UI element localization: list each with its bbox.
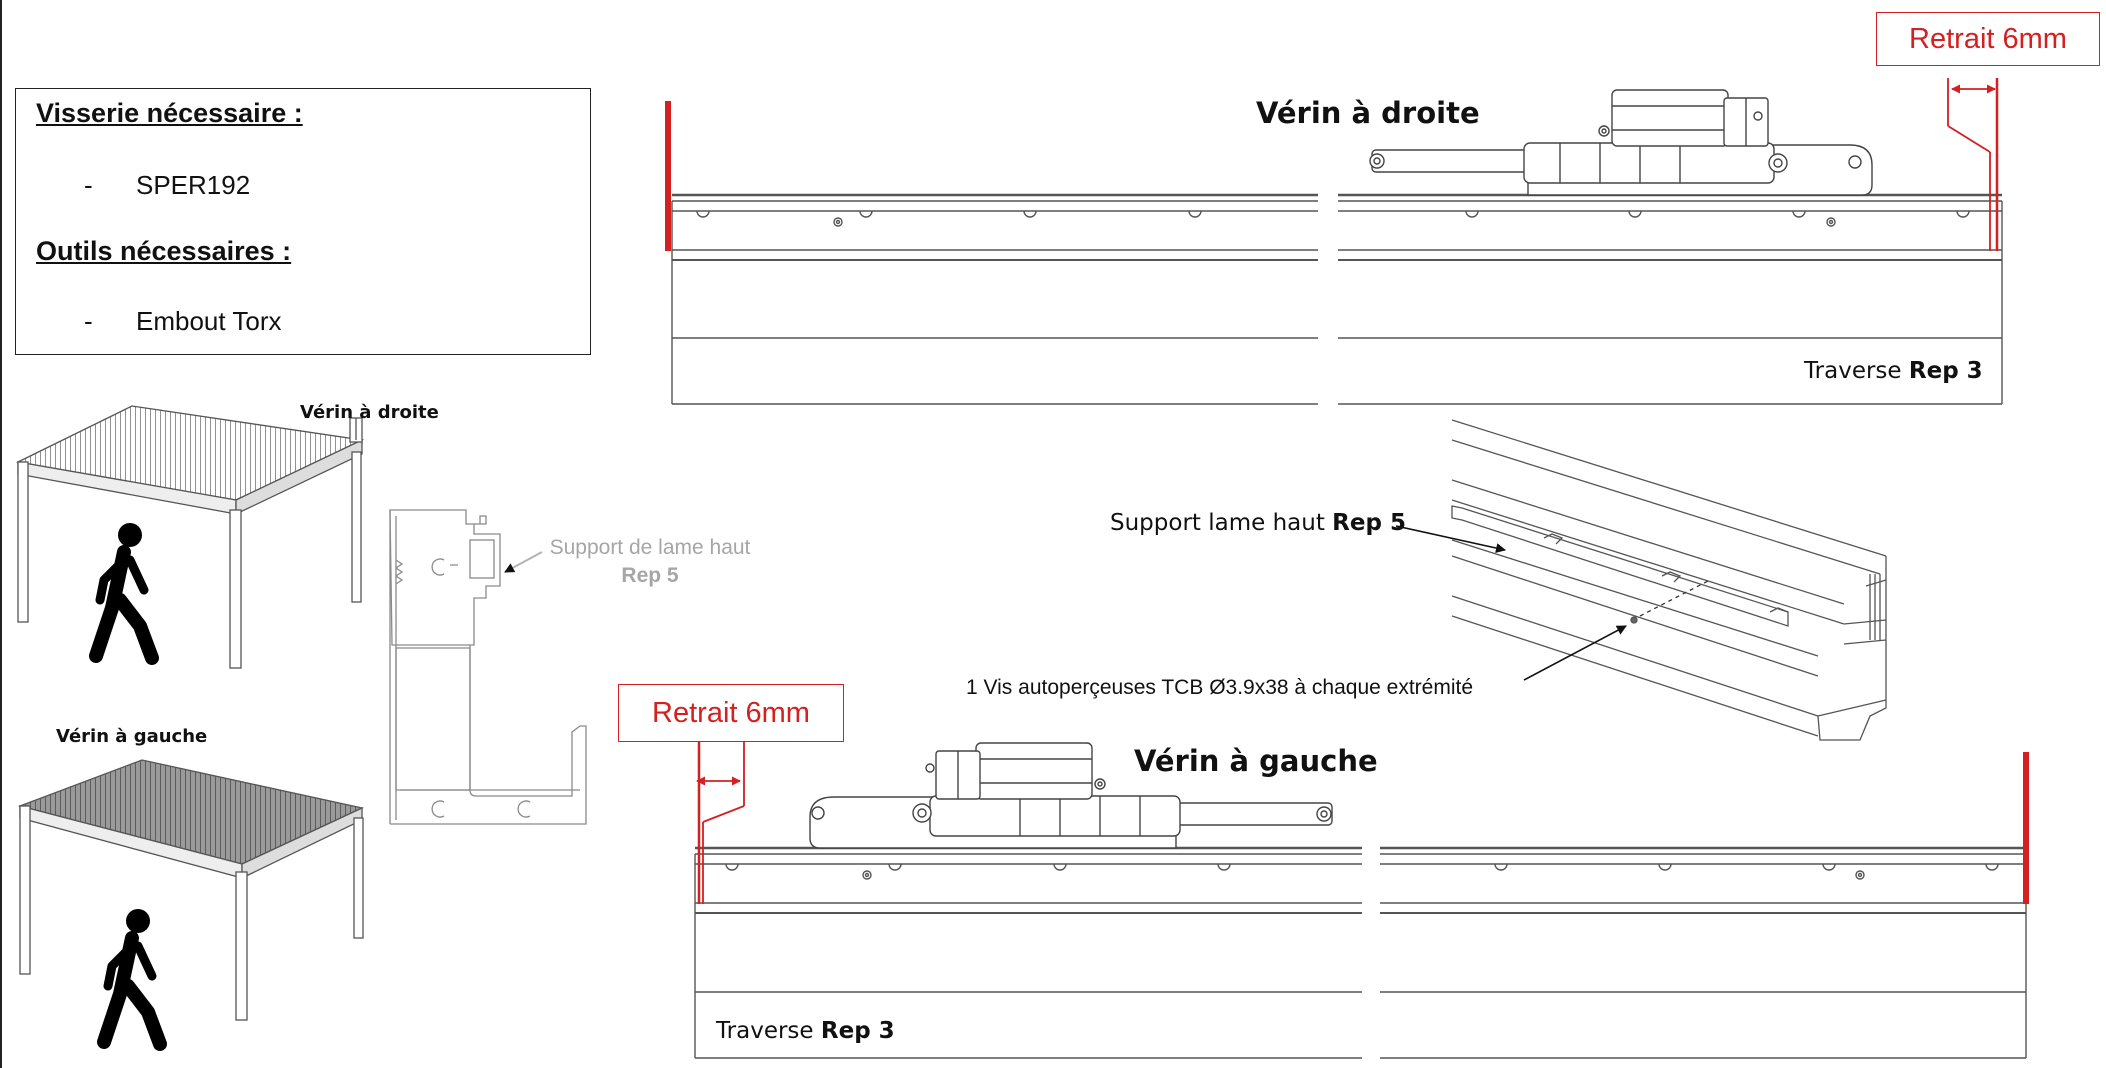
traverse-rep-top: Rep 3	[1908, 358, 1983, 384]
profile-label-line1: Support de lame haut	[549, 536, 751, 559]
pergola-left-illustration	[17, 759, 365, 1021]
screw-item-sper192: SPER192	[136, 170, 251, 200]
actuator-bottom	[809, 742, 1333, 849]
profile-label-line2: Rep 5	[621, 564, 679, 587]
pergola-right-illustration	[15, 405, 365, 669]
retrait-callout-top	[1947, 78, 1996, 251]
actuator-top	[1369, 89, 1873, 196]
hardware-tools-box	[15, 88, 591, 355]
support-prefix: Support lame haut	[1110, 510, 1325, 536]
traverse-top-drawing	[671, 193, 2003, 405]
support-leader-arrow	[1395, 525, 1506, 553]
support-lame-label: Support lame haut Rep 5	[1110, 510, 1406, 536]
screw-item-dash: -	[84, 170, 93, 200]
retrait-label-top: Retrait 6mm	[1876, 12, 2100, 66]
tool-item-dash: -	[84, 306, 93, 336]
pergola-left-label: Vérin à gauche	[56, 726, 208, 747]
profile-label-arrow	[504, 551, 543, 573]
tool-item-torx: Embout Torx	[136, 306, 282, 336]
tools-heading: Outils nécessaires :	[36, 236, 292, 266]
traverse-label-top: Traverse Rep 3	[1804, 358, 1983, 384]
bottom-drawing-title: Vérin à gauche	[1134, 744, 1378, 778]
page-left-border	[0, 0, 2, 1068]
screw-note-label: 1 Vis autoperçeuses TCB Ø3.9x38 à chaque…	[966, 676, 1474, 699]
profile-cross-section	[389, 509, 587, 825]
top-drawing-title: Vérin à droite	[1256, 96, 1480, 130]
screw-leader-arrow	[1523, 625, 1627, 681]
traverse-prefix-bottom: Traverse	[716, 1018, 814, 1044]
retrait-callout-bottom	[696, 742, 745, 904]
pergola-right-label: Vérin à droite	[300, 402, 439, 423]
traverse-prefix-top: Traverse	[1804, 358, 1902, 384]
support-detail-perspective	[1451, 419, 1887, 741]
traverse-rep-bottom: Rep 3	[820, 1018, 895, 1044]
walking-person-icon-top	[89, 523, 159, 665]
traverse-label-bottom: Traverse Rep 3	[716, 1018, 895, 1044]
walking-person-icon-bottom	[97, 909, 167, 1051]
screws-heading: Visserie nécessaire :	[36, 98, 303, 128]
retrait-label-bottom: Retrait 6mm	[618, 684, 844, 742]
support-rep: Rep 5	[1332, 510, 1406, 536]
